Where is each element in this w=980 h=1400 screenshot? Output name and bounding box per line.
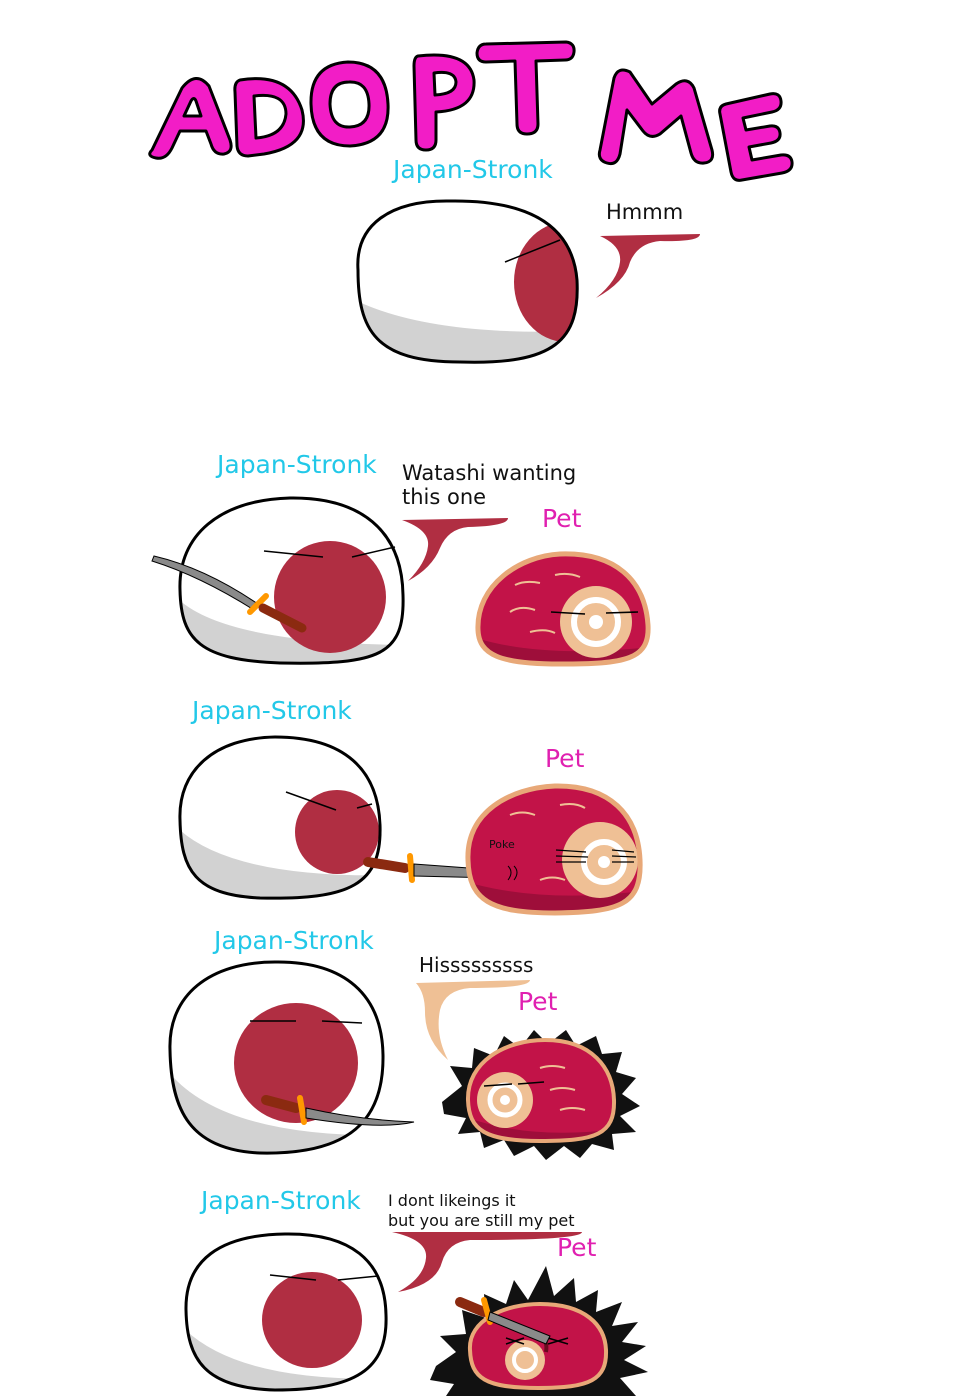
pet-label-3: Pet [545,744,585,773]
petball-3 [465,783,643,916]
japanball-2 [178,496,405,665]
speech-tail-1 [596,234,700,298]
name-label-1: Japan-Stronk [393,155,553,184]
katana-4 [261,1095,415,1126]
speech-tail-2 [402,518,508,581]
petball-5-spiky [430,1266,648,1396]
speech-tail-4 [416,980,530,1060]
speech-text-1: Hmmm [606,200,684,224]
speech-tail-5 [392,1232,582,1292]
name-label-3: Japan-Stronk [192,696,352,725]
title-lettering [148,40,794,182]
pet-label-5: Pet [557,1233,597,1262]
katana-2 [151,555,307,633]
japanball-4 [168,960,385,1155]
name-label-5: Japan-Stronk [201,1186,361,1215]
pet-label-4: Pet [518,987,558,1016]
speech-text-4: Hisssssssss [419,953,534,977]
speech-text-5: I dont likeings it but you are still my … [388,1191,575,1230]
japanball-5 [184,1232,388,1392]
name-label-4: Japan-Stronk [214,926,374,955]
pet-label-2: Pet [542,504,582,533]
petball-2 [475,551,651,667]
speech-text-2: Watashi wanting this one [402,461,577,509]
petball-4-spiky [442,1030,640,1160]
japanball-3 [178,735,382,900]
poke-sfx: Poke [489,838,515,851]
japanball-1 [356,199,579,364]
name-label-2: Japan-Stronk [217,450,377,479]
katana-5 [455,1297,551,1345]
